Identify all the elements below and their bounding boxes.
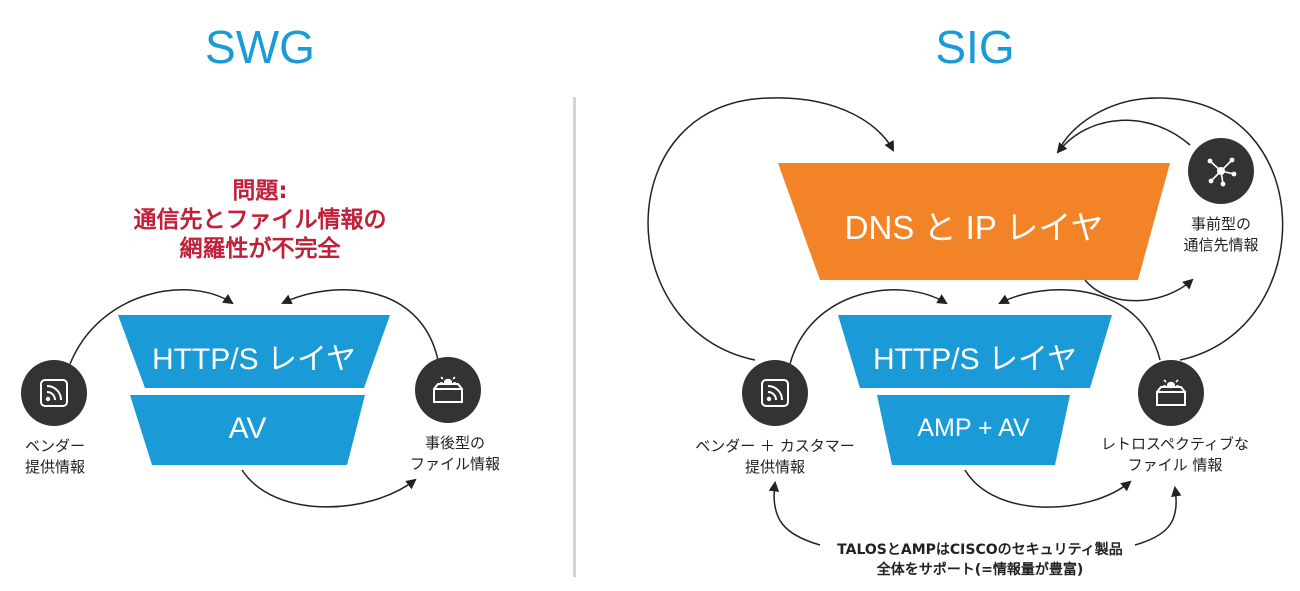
sig-retrospective-caption: レトロスペクティブな ファイル 情報 — [1090, 434, 1260, 476]
sig-vendor-feed-node — [742, 360, 808, 426]
swg-arrow-box-to-http — [281, 289, 439, 361]
caption-line: レトロスペクティブな — [1100, 435, 1250, 453]
sig-http-layer-shape — [838, 315, 1112, 388]
caption-line: 提供情報 — [744, 458, 805, 476]
problem-statement: 問題: 通信先とファイル情報の 網羅性が不完全 — [100, 177, 420, 264]
feed-icon — [40, 379, 68, 407]
sig-arrow-footnote-to-box — [1134, 485, 1182, 546]
footnote-line: 全体をサポート(=情報量が豊富) — [876, 562, 1084, 578]
swg-http-layer-shape — [118, 315, 390, 388]
sig-dns-layer-shape — [778, 163, 1170, 280]
swg-arrow-av-to-box — [241, 469, 417, 508]
caption-line: ベンダー — [24, 437, 85, 455]
sig-arrow-hub-to-dns — [1056, 119, 1191, 154]
sig-arrow-box-to-http — [998, 289, 1161, 361]
sig-arrow-dns-to-hub — [1084, 278, 1194, 302]
swg-vendor-caption: ベンダー 提供情報 — [0, 436, 110, 478]
swg-av-layer-shape — [130, 395, 365, 465]
problem-line-2: 網羅性が不完全 — [179, 236, 341, 262]
sig-amp-layer-label: AMP + AV — [917, 414, 1030, 442]
swg-http-layer-label: HTTP/S レイヤ — [151, 343, 357, 376]
problem-heading: 問題: — [232, 178, 288, 204]
caption-line: 事前型の — [1190, 215, 1251, 233]
caption-line: 通信先情報 — [1183, 236, 1259, 254]
sig-destination-intel-node — [1188, 138, 1254, 204]
footnote-line: TALOSとAMPはCISCOのセキュリティ製品 — [837, 542, 1123, 558]
network-hub-icon — [1207, 157, 1237, 187]
caption-line: ベンダー ＋ カスタマー — [695, 437, 855, 455]
swg-av-layer-label: AV — [228, 412, 267, 445]
sig-title: SIG — [935, 21, 1015, 73]
swg-retrospective-node — [415, 357, 481, 423]
caption-line: 事後型の — [424, 434, 485, 452]
swg-retrospective-caption: 事後型の ファイル情報 — [395, 433, 515, 475]
sig-arrow-footnote-to-vendor — [768, 480, 821, 546]
swg-arrow-vendor-to-http — [69, 289, 234, 365]
problem-line-1: 通信先とファイル情報の — [133, 207, 387, 233]
sandbox-box-icon — [433, 376, 463, 403]
sig-footnote: TALOSとAMPはCISCOのセキュリティ製品 全体をサポート(=情報量が豊富… — [810, 540, 1150, 580]
sig-dns-layer-label: DNS と IP レイヤ — [844, 209, 1104, 246]
sig-arrow-box-to-dns — [1057, 97, 1284, 361]
sig-amp-layer-shape — [877, 395, 1070, 465]
caption-line: 提供情報 — [24, 458, 85, 476]
swg-vendor-feed-node — [21, 360, 87, 426]
sandbox-box-icon — [1156, 379, 1186, 406]
section-divider — [573, 97, 576, 577]
sig-arrow-vendor-to-http — [789, 289, 948, 365]
swg-title: SWG — [205, 21, 315, 73]
sig-arrow-amp-to-box — [964, 469, 1132, 508]
sig-destination-caption: 事前型の 通信先情報 — [1158, 214, 1284, 256]
sig-http-layer-label: HTTP/S レイヤ — [872, 343, 1078, 376]
caption-line: ファイル情報 — [409, 455, 500, 473]
sig-arrow-vendor-to-dns — [647, 97, 894, 361]
sig-vendor-caption: ベンダー ＋ カスタマー 提供情報 — [680, 436, 870, 478]
feed-icon — [761, 379, 789, 407]
sig-retrospective-node — [1138, 360, 1204, 426]
caption-line: ファイル 情報 — [1127, 456, 1223, 474]
